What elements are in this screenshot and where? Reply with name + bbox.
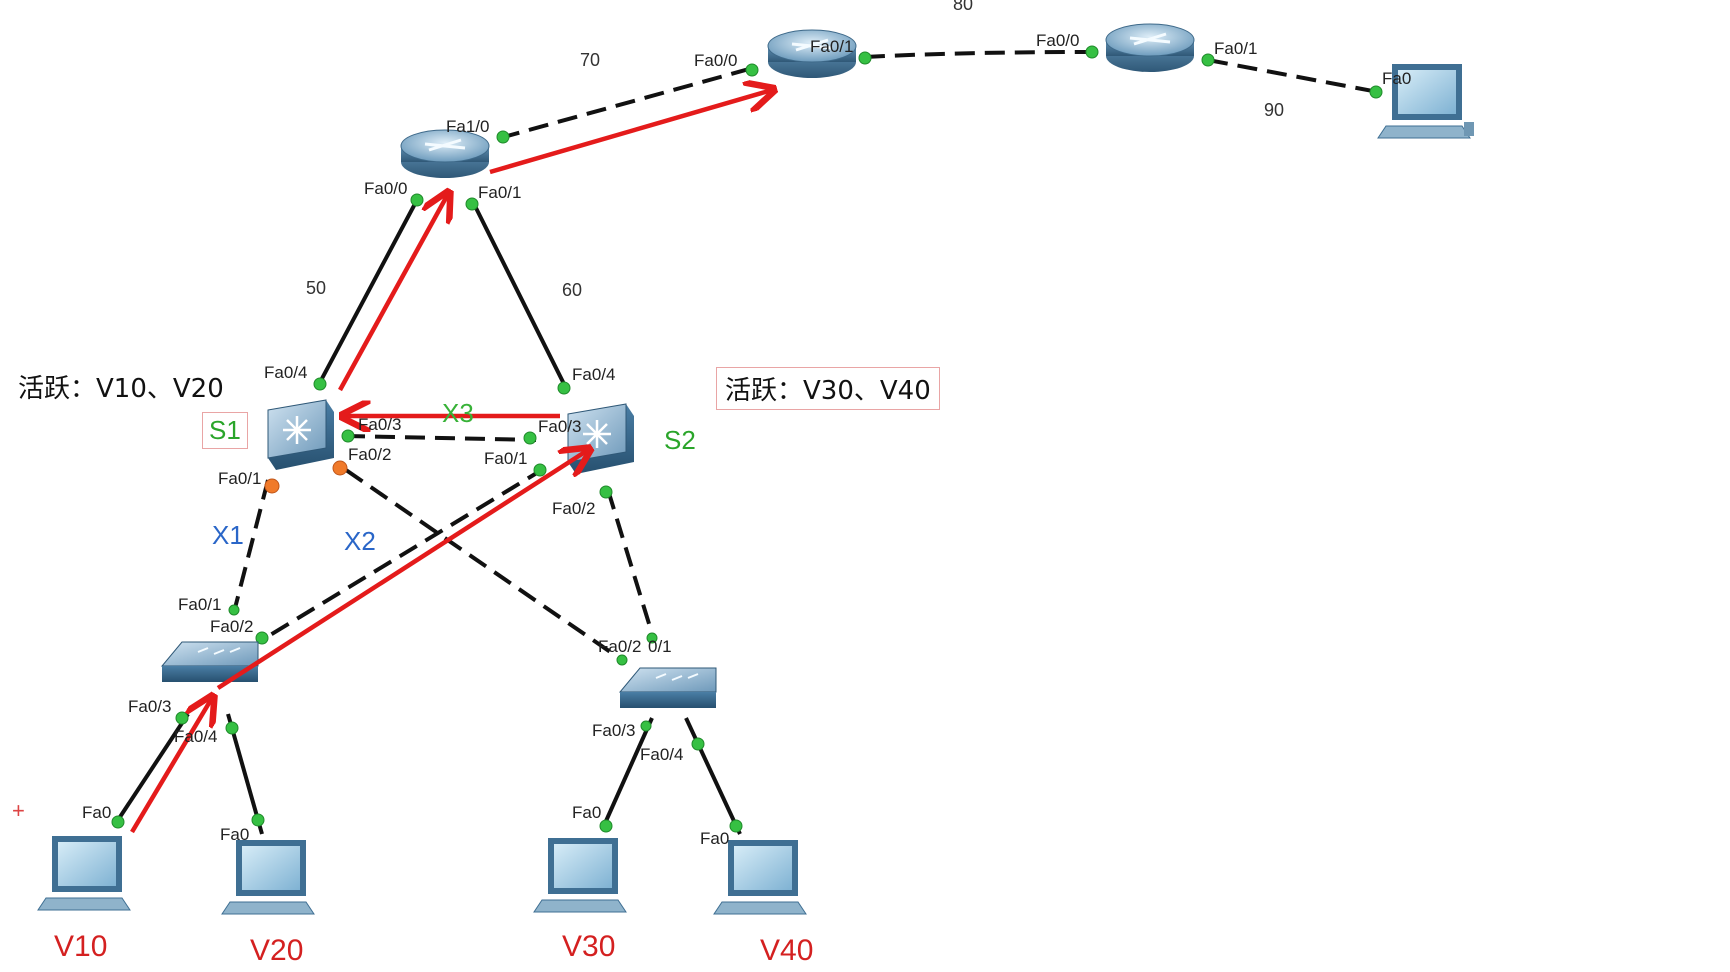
cable-r1-r2 <box>499 64 761 140</box>
pc-remote[interactable] <box>1377 64 1474 139</box>
link-number-90: 90 <box>1264 100 1284 120</box>
link-x3-label: X3 <box>442 398 474 428</box>
port-label: Fa0/4 <box>640 745 683 764</box>
pc-v10[interactable] <box>37 836 131 911</box>
port-label: Fa0/0 <box>1036 31 1079 50</box>
arrow-pc-to-a1 <box>130 698 212 834</box>
port-label: Fa0/1 <box>218 469 261 488</box>
cable-a2-pc3 <box>600 717 654 831</box>
port-label: Fa1/0 <box>446 117 489 136</box>
pc-v30[interactable] <box>533 838 627 913</box>
access-switch-a1[interactable] <box>160 641 259 682</box>
pc-v40-label: V40 <box>760 934 814 967</box>
port-label: Fa0/2 <box>552 499 595 518</box>
port-label: Fa0/3 <box>538 417 581 436</box>
pc-v20[interactable] <box>221 840 315 915</box>
cable-s1-s2 <box>344 434 537 442</box>
router-r2[interactable] <box>767 29 857 78</box>
port-label: Fa0/1 <box>810 37 853 56</box>
cable-s2-a1 <box>260 466 547 642</box>
port-label: Fa0 <box>220 825 249 844</box>
active-vlans-s1-note: 活跃：V10、V20 <box>18 374 224 404</box>
port-label: Fa0/4 <box>264 363 307 382</box>
active-vlans-s2-note: 活跃：V30、V40 <box>716 367 940 410</box>
port-label: Fa0/3 <box>358 415 401 434</box>
port-label: Fa0 <box>1382 69 1411 88</box>
port-label: Fa0 <box>700 829 729 848</box>
cable-r1-s2 <box>470 199 568 389</box>
pc-v10-label: V10 <box>54 930 108 963</box>
port-label: Fa0/0 <box>364 179 407 198</box>
port-label: Fa0/3 <box>592 721 635 740</box>
port-label: Fa0/4 <box>572 365 615 384</box>
port-label: Fa0/1 <box>478 183 521 202</box>
link-x2-label: X2 <box>344 526 376 556</box>
router-r3[interactable] <box>1105 23 1195 72</box>
port-labels: Fa1/0 Fa0/0 Fa0/1 Fa0/0 Fa0/1 Fa0/0 Fa0/… <box>82 31 1411 848</box>
link-number-80: 80 <box>953 0 973 14</box>
pc-v40[interactable] <box>713 840 807 915</box>
link-x1-label: X1 <box>212 520 244 550</box>
link-number-70: 70 <box>580 50 600 70</box>
link-number-60: 60 <box>562 280 582 300</box>
port-label: Fa0/1 <box>178 595 221 614</box>
port-label: Fa0/0 <box>694 51 737 70</box>
cables <box>112 50 1379 835</box>
link-number-50: 50 <box>306 278 326 298</box>
cable-r3-pc <box>1207 58 1379 94</box>
cable-r1-s1 <box>316 199 419 387</box>
port-label: Fa0/2 <box>348 445 391 464</box>
switch-s1-label: S1 <box>202 412 248 449</box>
pc-v20-label: V20 <box>250 934 304 967</box>
cable-a1-pc1 <box>112 712 190 828</box>
link-leds <box>111 45 1383 833</box>
cable-s1-a1 <box>232 479 270 613</box>
port-label: Fa0/2 <box>210 617 253 636</box>
arrow-r1-to-r2 <box>489 90 772 175</box>
arrow-s1-to-r1 <box>338 194 448 392</box>
pc-v30-label: V30 <box>562 930 616 963</box>
plus-mark: + <box>12 798 25 823</box>
arrow-a1-to-s2 <box>216 450 588 690</box>
port-label: Fa0 <box>82 803 111 822</box>
port-label: 0/1 <box>648 637 672 656</box>
cable-s2-a2 <box>606 489 656 641</box>
port-label: Fa0/4 <box>174 727 217 746</box>
cable-s1-a2 <box>344 468 624 662</box>
port-label: Fa0 <box>572 803 601 822</box>
switch-s1[interactable] <box>267 399 334 470</box>
link-numbers: 80 70 90 50 60 <box>306 0 1284 300</box>
traffic-path-arrows <box>130 90 772 834</box>
port-label: Fa0/1 <box>484 449 527 468</box>
router-r1[interactable] <box>400 129 490 178</box>
port-label: Fa0/1 <box>1214 39 1257 58</box>
cable-r2-r3 <box>864 50 1093 59</box>
port-label: Fa0/2 <box>598 637 641 656</box>
switch-s2-label: S2 <box>664 425 696 455</box>
port-label: Fa0/3 <box>128 697 171 716</box>
access-switch-a2[interactable] <box>618 667 717 708</box>
cable-a2-pc4 <box>684 717 742 835</box>
switch-s2[interactable] <box>567 403 634 474</box>
